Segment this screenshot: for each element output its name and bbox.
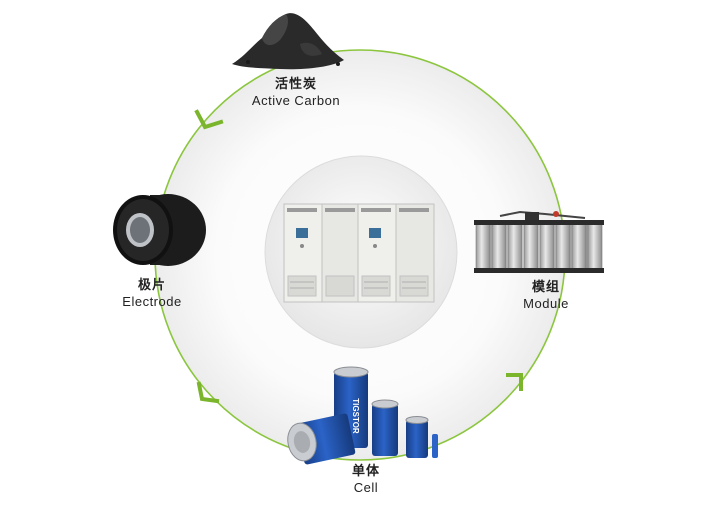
stage-label-electrode: 极片 Electrode — [92, 278, 212, 310]
stage-label-en: Electrode — [122, 294, 182, 309]
stage-label-module: 模组 Module — [486, 280, 606, 312]
stage-label-cell: 单体 Cell — [306, 464, 426, 496]
carbon-powder-icon — [232, 13, 344, 70]
stage-label-cn: 极片 — [137, 278, 166, 293]
stage-label-en: Module — [523, 296, 569, 311]
stage-label-active-carbon: 活性炭 Active Carbon — [236, 77, 356, 109]
stage-label-cn: 单体 — [351, 464, 380, 479]
electrode-roll-icon — [113, 194, 206, 266]
stage-label-cn: 活性炭 — [274, 77, 317, 92]
supercapacitor-cells-icon: TIGSTOR — [287, 366, 438, 465]
capacitor-module-icon — [474, 210, 604, 273]
power-cabinet-icon — [264, 155, 458, 349]
cell-brand-label: TIGSTOR — [351, 398, 360, 434]
stage-label-cn: 模组 — [531, 280, 560, 295]
stage-label-en: Active Carbon — [251, 93, 341, 108]
cycle-arrow-top-left — [194, 109, 224, 130]
stage-label-en: Cell — [353, 480, 379, 495]
cycle-arrow-bottom-right — [506, 373, 523, 391]
cycle-arrow-bottom-left — [196, 381, 220, 404]
